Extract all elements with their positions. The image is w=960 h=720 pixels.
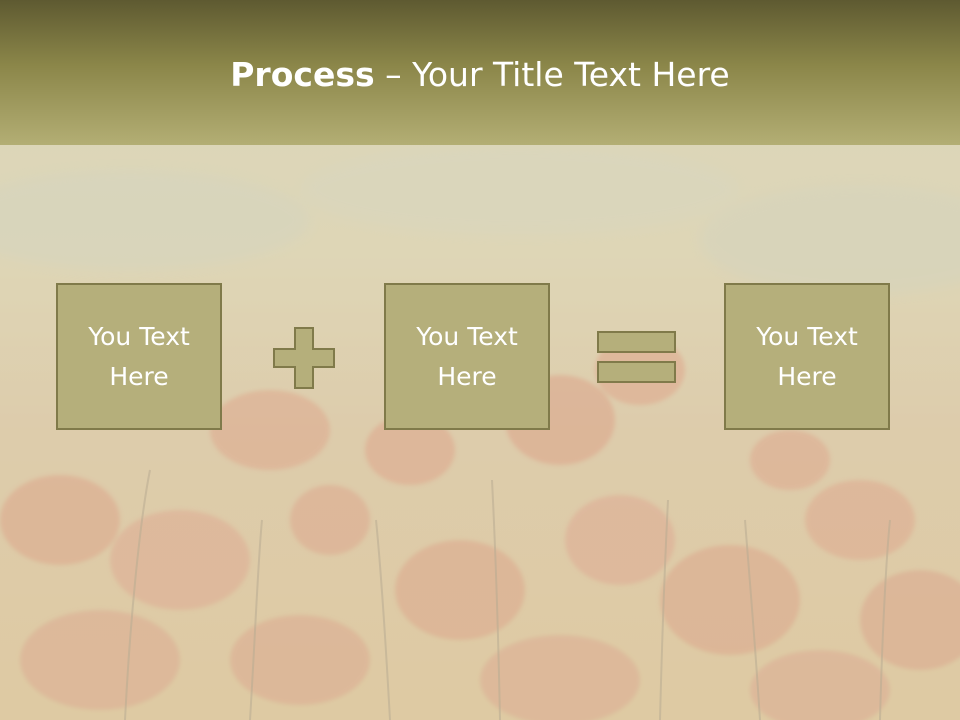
title-bar [0, 0, 960, 145]
process-box-1[interactable]: You Text Here [56, 283, 222, 430]
process-box-1-text: You Text Here [88, 321, 190, 391]
title-rest: – Your Title Text Here [374, 55, 730, 94]
process-box-3[interactable]: You Text Here [724, 283, 890, 430]
slide-title[interactable]: Process – Your Title Text Here [0, 52, 960, 98]
plus-icon [273, 327, 335, 389]
process-box-2[interactable]: You Text Here [384, 283, 550, 430]
process-box-3-text: You Text Here [756, 321, 858, 391]
process-box-2-text: You Text Here [416, 321, 518, 391]
equals-icon [597, 331, 676, 383]
title-bold: Process [230, 55, 375, 94]
